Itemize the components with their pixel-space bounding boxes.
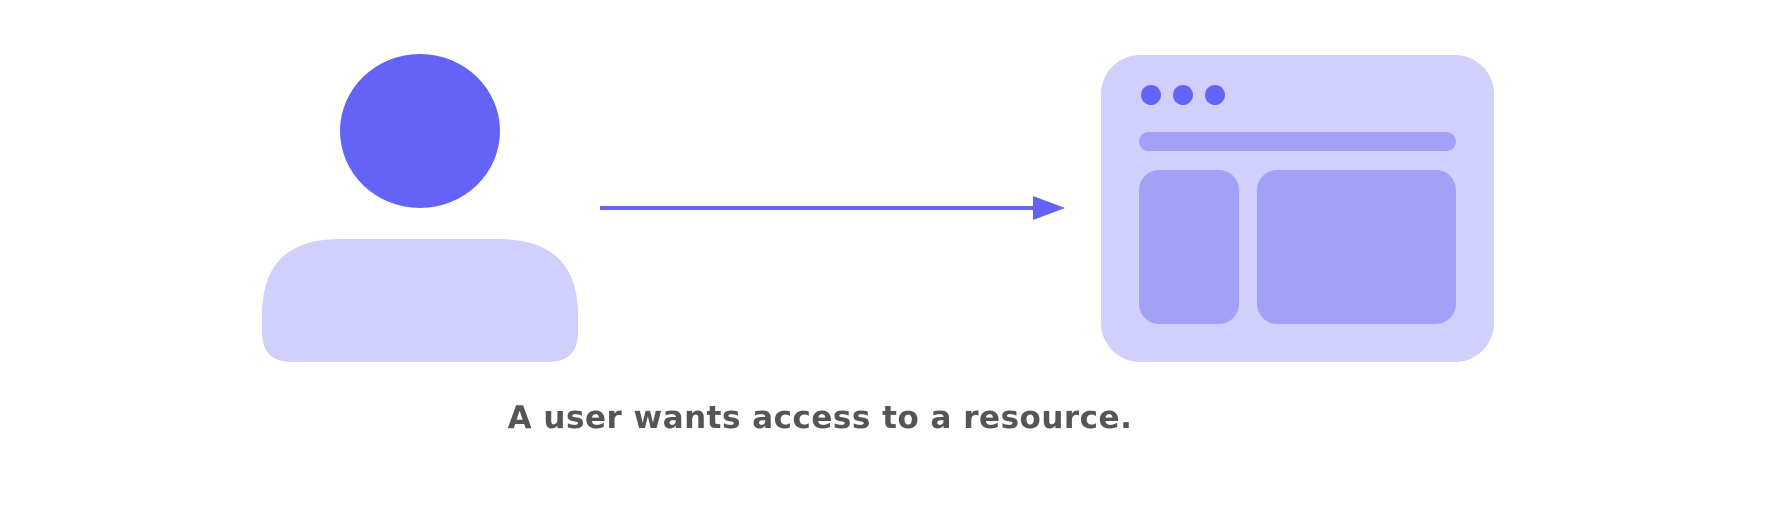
user-icon	[262, 54, 578, 362]
browser-window-icon	[1101, 55, 1494, 362]
browser-dot-1	[1141, 85, 1161, 105]
user-body	[262, 239, 578, 362]
browser-sidebar-panel	[1139, 170, 1239, 324]
browser-content-panel	[1257, 170, 1456, 324]
arrow-right-icon	[600, 196, 1065, 220]
browser-dot-3	[1205, 85, 1225, 105]
user-head	[340, 54, 500, 208]
diagram-caption: A user wants access to a resource.	[507, 400, 1133, 436]
browser-dot-2	[1173, 85, 1193, 105]
arrow-head	[1033, 196, 1065, 220]
browser-address-bar	[1139, 132, 1456, 151]
